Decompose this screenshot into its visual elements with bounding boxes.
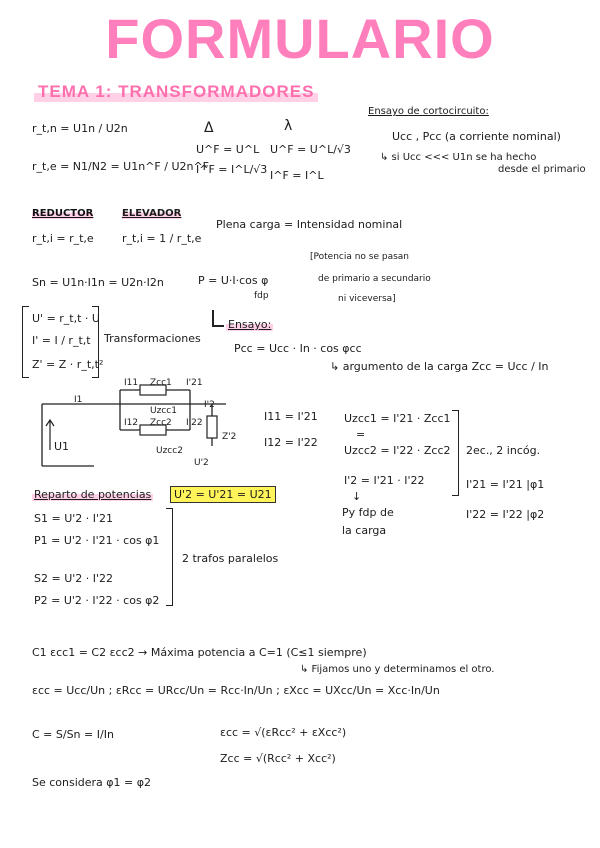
ensayo-cc-line3: desde el primario — [498, 164, 586, 175]
potencia-note-1: [Potencia no se pasan — [310, 252, 410, 262]
ensayo-cc-line2: ↳ si Ucc <<< U1n se ha hecho — [380, 152, 537, 163]
star-symbol: λ — [284, 118, 293, 134]
circuit-u1: U1 — [54, 440, 70, 453]
reparto-p1: P1 = U'2 · I'21 · cos φ1 — [34, 534, 160, 547]
circuit-i11: I11 — [124, 378, 139, 388]
circuit-zcc2: Zcc2 — [150, 418, 172, 428]
eq-i2-sum: I'2 = I'21 · I'22 — [344, 474, 425, 487]
bottom-line-4: Zcc = √(Rcc² + Xcc²) — [220, 752, 336, 765]
circuit-z2: Z'2 — [222, 432, 237, 442]
star-current: I^F = I^L — [270, 169, 324, 182]
ensayo2-heading: Ensayo: — [226, 318, 274, 331]
eq-result-2: I'22 = I'22 |φ2 — [466, 508, 545, 521]
eq-pyfdp: Py fdp de — [342, 506, 394, 519]
reparto-s1: S1 = U'2 · I'21 — [34, 512, 114, 525]
transform-impedance: Z' = Z · r_t,t² — [32, 358, 104, 371]
reparto-s2: S2 = U'2 · I'22 — [34, 572, 114, 585]
bottom-line-5: Se considera φ1 = φ2 — [32, 776, 152, 789]
transform-voltage: U' = r_t,t · U — [32, 312, 100, 325]
circuit-i1: I1 — [74, 395, 83, 405]
ensayo-cc-line1: Ucc , Pcc (a corriente nominal) — [392, 130, 561, 143]
bottom-line-1b: ↳ Fijamos uno y determinamos el otro. — [300, 664, 495, 675]
potencia-note-2: de primario a secundario — [318, 274, 431, 284]
reparto-highlight: U'2 = U'21 = U21 — [170, 486, 276, 503]
circuit-uzcc2: Uzcc2 — [156, 446, 183, 456]
eq-system-note: 2ec., 2 incóg. — [466, 444, 541, 457]
bottom-line-3b: εcc = √(εRcc² + εXcc²) — [220, 726, 347, 739]
ensayo-cc-heading: Ensayo de cortocircuito: — [368, 106, 489, 117]
bottom-line-2: εcc = Ucc/Un ; εRcc = URcc/Un = Rcc·In/U… — [32, 684, 440, 697]
circuit-i2: I'2 — [204, 400, 215, 410]
star-voltage: U^F = U^L/√3 — [270, 143, 351, 156]
delta-current: I^F = I^L/√3 — [196, 163, 268, 176]
bottom-line-3a: C = S/Sn = I/In — [32, 728, 114, 741]
eq-equals: = — [356, 428, 366, 441]
reparto-bracket — [166, 508, 173, 606]
reductor-formula: r_t,i = r_t,e — [32, 232, 94, 245]
bottom-line-1: C1 εcc1 = C2 εcc2 → Máxima potencia a C=… — [32, 646, 367, 659]
circuit-i12: I12 — [124, 418, 139, 428]
elevador-formula: r_t,i = 1 / r_t,e — [122, 232, 202, 245]
transform-label: Transformaciones — [104, 332, 201, 345]
eq-arrow: ↓ — [352, 490, 362, 503]
matrix-bracket-left — [22, 306, 29, 378]
circuit-i21: I'21 — [186, 378, 203, 388]
delta-symbol: Δ — [204, 120, 214, 136]
circuit-u2: U'2 — [194, 458, 209, 468]
elevador-label: ELEVADOR — [122, 208, 182, 219]
page-title: FORMULARIO — [105, 7, 495, 70]
circuit-i22: I'22 — [186, 418, 203, 428]
eq-i12: I12 = I'22 — [264, 436, 318, 449]
parallel-circuit-diagram — [41, 384, 226, 467]
reparto-p2: P2 = U'2 · I'22 · cos φ2 — [34, 594, 160, 607]
matrix-bracket-right — [92, 306, 99, 378]
ensayo-arrow-bar — [212, 325, 224, 327]
circuit-zcc1: Zcc1 — [150, 378, 172, 388]
delta-voltage: U^F = U^L — [196, 143, 260, 156]
sn-formula: Sn = U1n·I1n = U2n·I2n — [32, 276, 164, 289]
reductor-label: REDUCTOR — [32, 208, 94, 219]
topic-title: TEMA 1: TRANSFORMADORES — [34, 82, 319, 102]
eq-uzcc2: Uzcc2 = I'22 · Zcc2 — [344, 444, 451, 457]
eq-lacarga: la carga — [342, 524, 387, 537]
transform-current: I' = I / r_t,t — [32, 334, 91, 347]
eq-result-1: I'21 = I'21 |φ1 — [466, 478, 545, 491]
p-fdp-note: fdp — [254, 291, 269, 301]
circuit-uzcc1: Uzcc1 — [150, 406, 177, 416]
eq-uzcc1: Uzcc1 = I'21 · Zcc1 — [344, 412, 451, 425]
plena-carga: Plena carga = Intensidad nominal — [216, 218, 403, 231]
p-formula: P = U·I·cos φ — [198, 274, 269, 287]
ensayo2-argumento: ↳ argumento de la carga Zcc = Ucc / In — [330, 360, 549, 373]
equalities-bracket — [452, 410, 459, 496]
reparto-label: 2 trafos paralelos — [182, 552, 279, 565]
ensayo-arrow-stem — [212, 310, 214, 326]
ensayo2-pcc: Pcc = Ucc · In · cos φcc — [234, 342, 362, 355]
reparto-heading: Reparto de potencias — [32, 488, 154, 501]
rt-ratio-2: r_t,e = N1/N2 = U1n^F / U2n^F — [32, 160, 210, 173]
potencia-note-3: ni viceversa] — [338, 294, 396, 304]
eq-i11: I11 = I'21 — [264, 410, 318, 423]
rt-ratio-1: r_t,n = U1n / U2n — [32, 122, 128, 135]
